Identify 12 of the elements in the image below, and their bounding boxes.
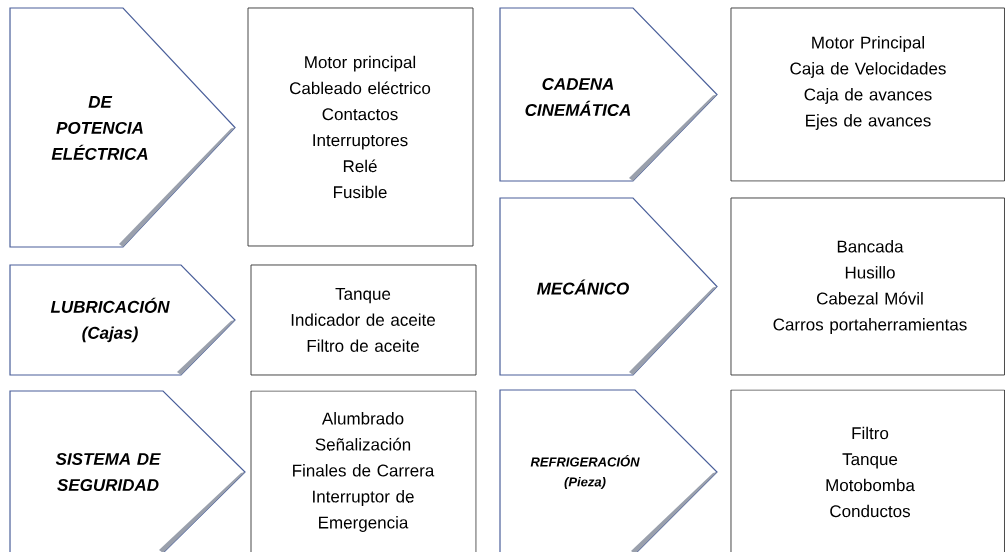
list-box: Motor Principal Caja de Velocidades Caja de avances Ejes de avances: [730, 7, 1005, 182]
list-box: Alumbrado Señalización Finales de Carrera Interruptor de Emergencia: [250, 390, 477, 552]
list-box: Tanque Indicador de aceite Filtro de aceite: [250, 264, 477, 376]
list-box: Filtro Tanque Motobomba Conductos: [730, 389, 1005, 552]
pentagon-label: SISTEMA DE SEGURIDAD: [9, 390, 246, 552]
pentagon-label: LUBRICACIÓN (Cajas): [9, 264, 236, 376]
list-box: Bancada Husillo Cabezal Móvil Carros portaherramientas: [730, 197, 1005, 376]
pentagon-label: REFRIGERACIÓN (Pieza): [499, 389, 718, 552]
pentagon-label: MECÁNICO: [499, 197, 718, 376]
list-box: Motor principal Cableado eléctrico Contactos Interruptores Relé Fusible: [247, 7, 474, 247]
pentagon-label: DE POTENCIA ELÉCTRICA: [9, 7, 236, 248]
pentagon-label: CADENA CINEMÁTICA: [499, 7, 718, 182]
